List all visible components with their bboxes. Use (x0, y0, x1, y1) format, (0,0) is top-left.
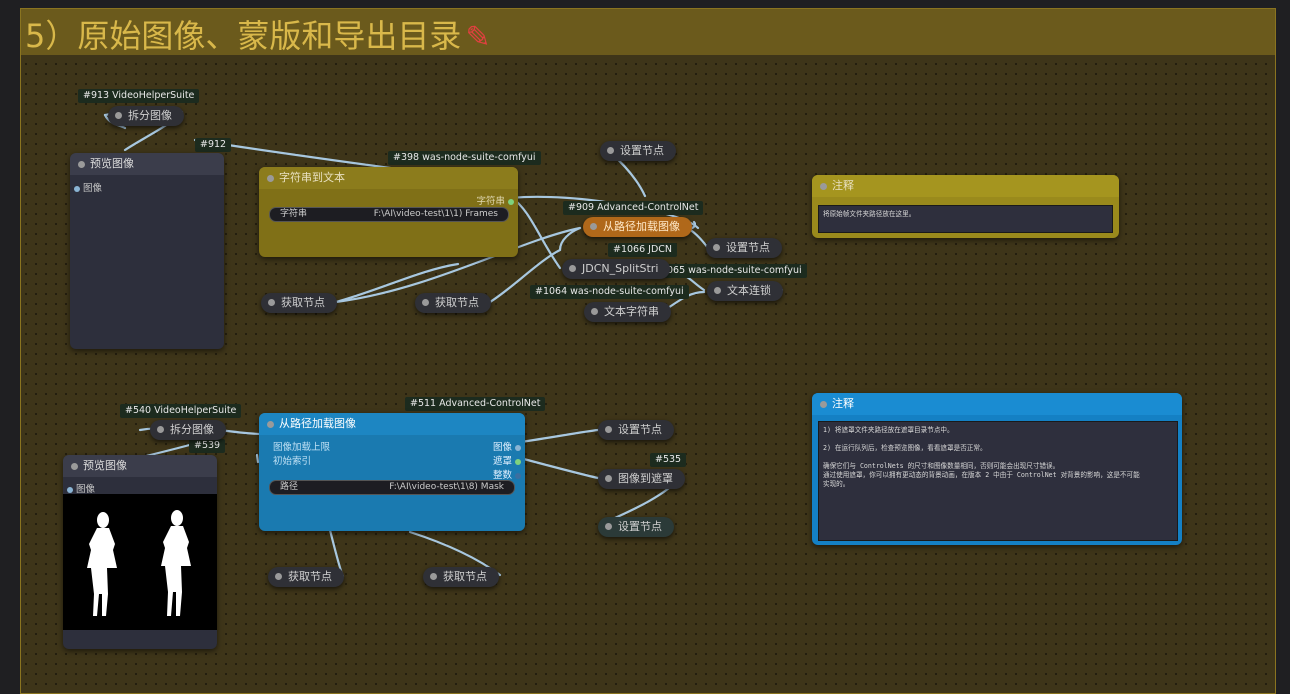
output-slot-int[interactable]: 整数 (493, 467, 521, 481)
node-title[interactable]: 预览图像 (70, 153, 224, 175)
input-slot-image-load-cap[interactable]: 图像加载上限 (273, 442, 331, 453)
split-image-node-1[interactable]: 拆分图像 (108, 106, 184, 126)
badge-912: #912 (195, 138, 232, 152)
note-node-2[interactable]: 注释 1) 将遮罩文件夹路径放在遮罩目录节点中。 2) 在运行队列后，检查预览图… (812, 393, 1182, 545)
node-title[interactable]: 字符串到文本 (259, 167, 518, 189)
split-image-node-2[interactable]: 拆分图像 (150, 420, 226, 440)
get-node-3[interactable]: 获取节点 (268, 567, 344, 587)
slot-dot-icon (515, 458, 521, 465)
get-node-2[interactable]: 获取节点 (415, 293, 491, 313)
badge-909: #909 Advanced-ControlNet (563, 201, 704, 215)
pushpin-icon: ✎ (465, 20, 491, 55)
mask-preview-image (63, 494, 217, 630)
get-node-1[interactable]: 获取节点 (261, 293, 337, 313)
slot-dot-icon (67, 486, 73, 493)
group-title-bar[interactable]: 5）原始图像、蒙版和导出目录✎ (21, 9, 1275, 55)
badge-913: #913 VideoHelperSuite (78, 89, 200, 103)
input-slot-image[interactable]: 图像 (74, 180, 102, 194)
preview-image-node-1[interactable]: 预览图像 图像 (70, 153, 224, 349)
badge-1065: #1065 was-node-suite-comfyui (648, 264, 807, 278)
set-node-4[interactable]: 设置节点 (598, 517, 674, 537)
badge-398: #398 was-node-suite-comfyui (388, 151, 541, 165)
slot-dot-icon (515, 444, 521, 451)
text-concatenate-node[interactable]: 文本连锁 (707, 281, 783, 301)
node-title[interactable]: 注释 (812, 393, 1182, 415)
get-node-4[interactable]: 获取节点 (423, 567, 499, 587)
group-title: 5）原始图像、蒙版和导出目录✎ (25, 17, 491, 55)
note-text-2[interactable]: 1) 将遮罩文件夹路径放在遮罩目录节点中。 2) 在运行队列后，检查预览图像，看… (818, 421, 1178, 541)
load-from-path-node-1[interactable]: 从路径加载图像 (583, 217, 692, 237)
slot-dot-icon (515, 472, 521, 479)
slot-dot-icon (74, 185, 80, 192)
output-slot-string[interactable]: 字符串 (476, 193, 514, 207)
output-slot-image[interactable]: 图像 (493, 439, 521, 453)
badge-1064: #1064 was-node-suite-comfyui (530, 285, 689, 299)
badge-511: #511 Advanced-ControlNet (405, 397, 546, 411)
node-title[interactable]: 预览图像 (63, 455, 217, 477)
set-node-1[interactable]: 设置节点 (600, 141, 676, 161)
silhouette-image (87, 510, 191, 616)
text-string-node[interactable]: 文本字符串 (584, 302, 671, 322)
node-title[interactable]: 注释 (812, 175, 1119, 197)
badge-1066: #1066 JDCN (608, 243, 678, 257)
badge-539: #539 (189, 439, 226, 453)
image-to-mask-node[interactable]: 图像到遮罩 (598, 469, 685, 489)
input-slot-image[interactable]: 图像 (67, 481, 95, 495)
set-node-2[interactable]: 设置节点 (706, 238, 782, 258)
note-node-1[interactable]: 注释 将原始帧文件夹路径放在这里。 (812, 175, 1119, 238)
badge-535: #535 (650, 453, 687, 467)
badge-540: #540 VideoHelperSuite (120, 404, 242, 418)
output-slot-mask[interactable]: 遮罩 (493, 453, 521, 467)
group-frame[interactable]: 5）原始图像、蒙版和导出目录✎ (20, 8, 1276, 694)
preview-image-node-2[interactable]: 预览图像 图像 (63, 455, 217, 649)
slot-dot-icon (508, 198, 514, 205)
set-node-3[interactable]: 设置节点 (598, 420, 674, 440)
node-title[interactable]: 从路径加载图像 (259, 413, 525, 435)
input-slot-start-index[interactable]: 初始索引 (273, 456, 312, 467)
note-text-1[interactable]: 将原始帧文件夹路径放在这里。 (818, 205, 1113, 233)
jdcn-split-string-node[interactable]: JDCN_SplitStri (562, 259, 671, 279)
node-label: 拆分图像 (128, 109, 172, 122)
